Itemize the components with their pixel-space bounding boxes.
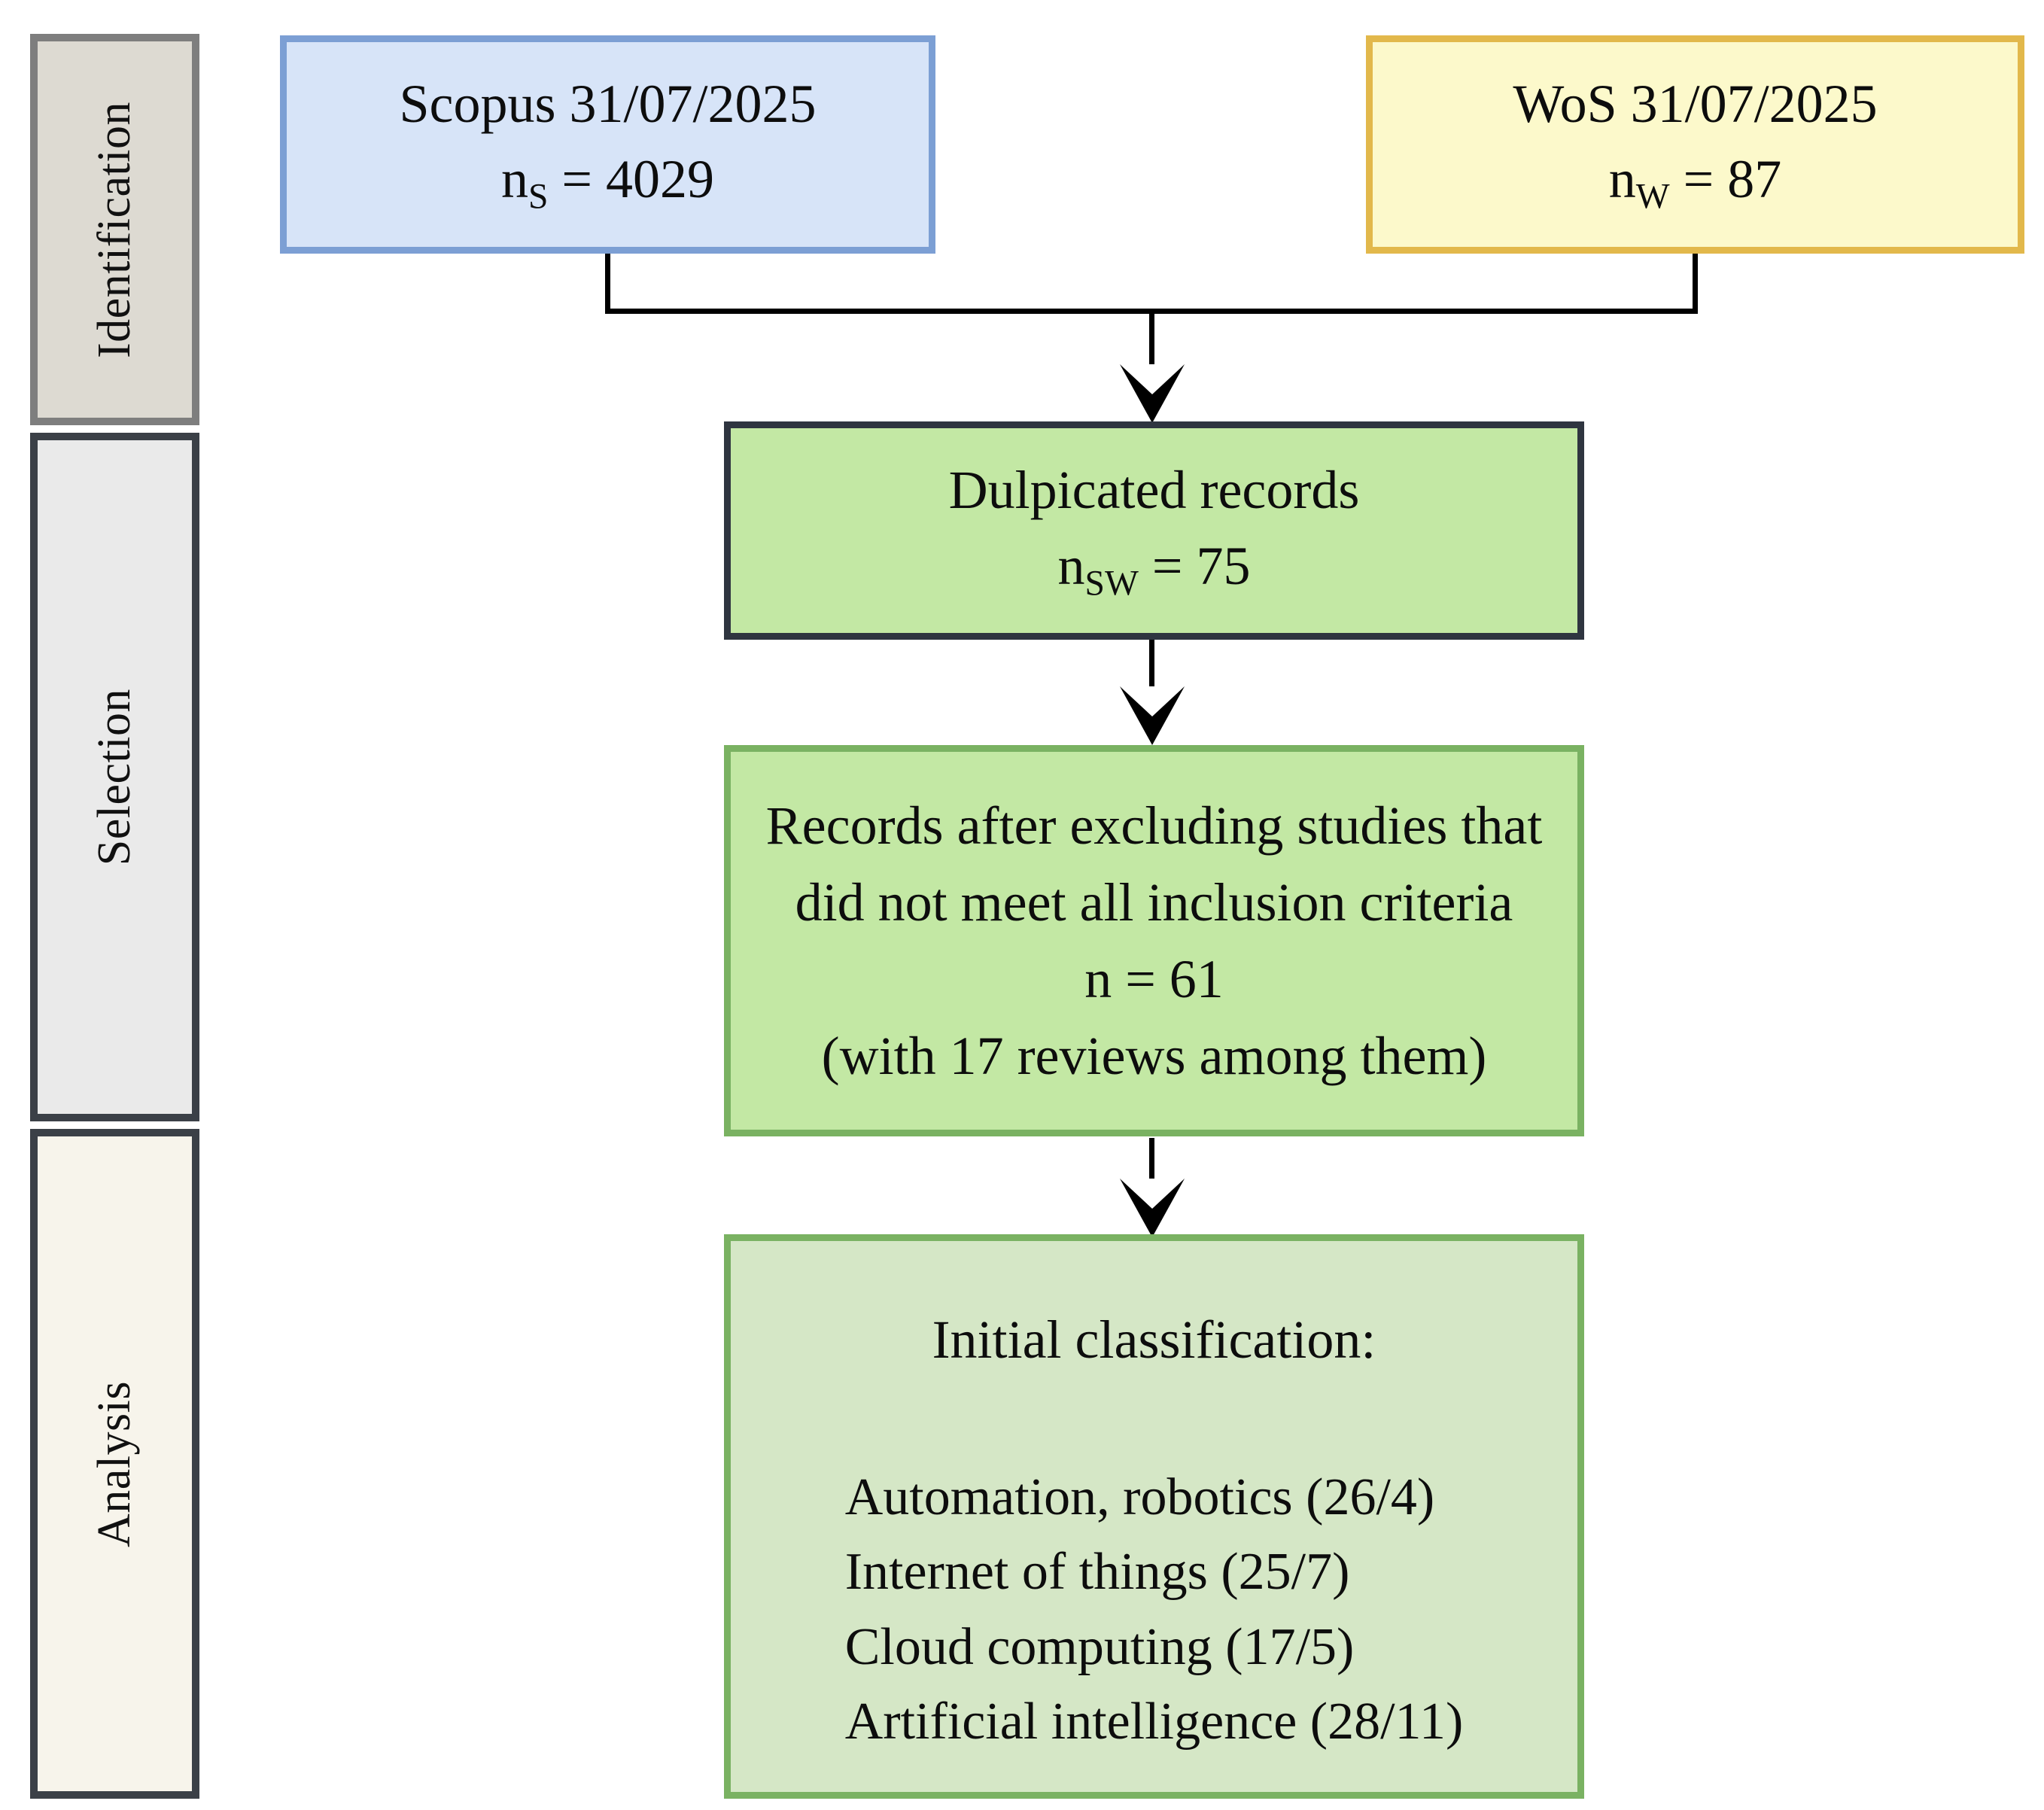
scopus-equals: = — [548, 148, 607, 209]
list-item: Artificial intelligence (28/11) — [844, 1693, 1464, 1751]
stage-analysis-label: Analysis — [89, 1380, 140, 1547]
list-item: Cloud computing (17/5) — [844, 1617, 1355, 1676]
classification-list: Automation, robotics (26/4) Internet of … — [845, 1460, 1464, 1760]
scopus-n-symbol: n — [500, 148, 528, 209]
stage-analysis: Analysis — [30, 1129, 199, 1799]
arrowwing-to-included — [1120, 686, 1185, 716]
duplicates-title: Dulpicated records — [948, 460, 1360, 521]
node-scopus-source: Scopus 31/07/2025 nS = 4029 — [280, 35, 935, 254]
scopus-n-subscript: S — [528, 177, 549, 217]
list-item: Internet of things (25/7) — [844, 1543, 1350, 1602]
stage-selection-label: Selection — [89, 688, 140, 866]
wos-n-subscript: W — [1635, 177, 1670, 217]
stage-selection: Selection — [30, 433, 199, 1121]
included-line-2: did not meet all inclusion criteria — [795, 872, 1513, 932]
connector-included-to-classification — [1149, 1138, 1154, 1200]
node-duplicated-records: Dulpicated records nSW = 75 — [724, 421, 1584, 640]
connector-wos-down — [1693, 254, 1698, 314]
connector-duplicates-to-included — [1149, 640, 1154, 700]
node-initial-classification: Initial classification: Automation, robo… — [724, 1234, 1584, 1799]
duplicates-n-subscript: SW — [1084, 564, 1139, 604]
wos-count-line: nW = 87 — [1609, 142, 1781, 222]
scopus-count-value: 4029 — [606, 148, 715, 209]
included-line-1: Records after excluding studies that — [765, 795, 1543, 856]
node-wos-source: WoS 31/07/2025 nW = 87 — [1366, 35, 2024, 254]
duplicates-count-line: nSW = 75 — [1058, 528, 1251, 609]
included-count-line: n = 61 — [1084, 949, 1224, 1009]
connector-scopus-down — [605, 254, 610, 314]
wos-n-symbol: n — [1608, 148, 1636, 209]
wos-equals: = — [1669, 148, 1728, 209]
stage-identification-label: Identification — [89, 101, 140, 358]
arrowwing-to-duplicates — [1120, 364, 1185, 394]
scopus-source-line: Scopus 31/07/2025 — [399, 74, 817, 135]
duplicates-n-symbol: n — [1057, 536, 1085, 597]
connector-merge-stem — [1149, 309, 1154, 391]
arrowwing-to-classification — [1120, 1179, 1185, 1209]
included-reviews-line: (with 17 reviews among them) — [821, 1026, 1487, 1087]
scopus-count-line: nS = 4029 — [501, 142, 714, 222]
duplicates-count-value: 75 — [1196, 536, 1251, 597]
duplicates-equals: = — [1138, 536, 1197, 597]
stage-identification: Identification — [30, 34, 199, 425]
wos-source-line: WoS 31/07/2025 — [1513, 74, 1878, 135]
list-item: Automation, robotics (26/4) — [844, 1468, 1435, 1526]
wos-count-value: 87 — [1727, 148, 1782, 209]
node-included-records: Records after excluding studies that did… — [724, 745, 1584, 1136]
classification-heading: Initial classification: — [932, 1310, 1376, 1370]
